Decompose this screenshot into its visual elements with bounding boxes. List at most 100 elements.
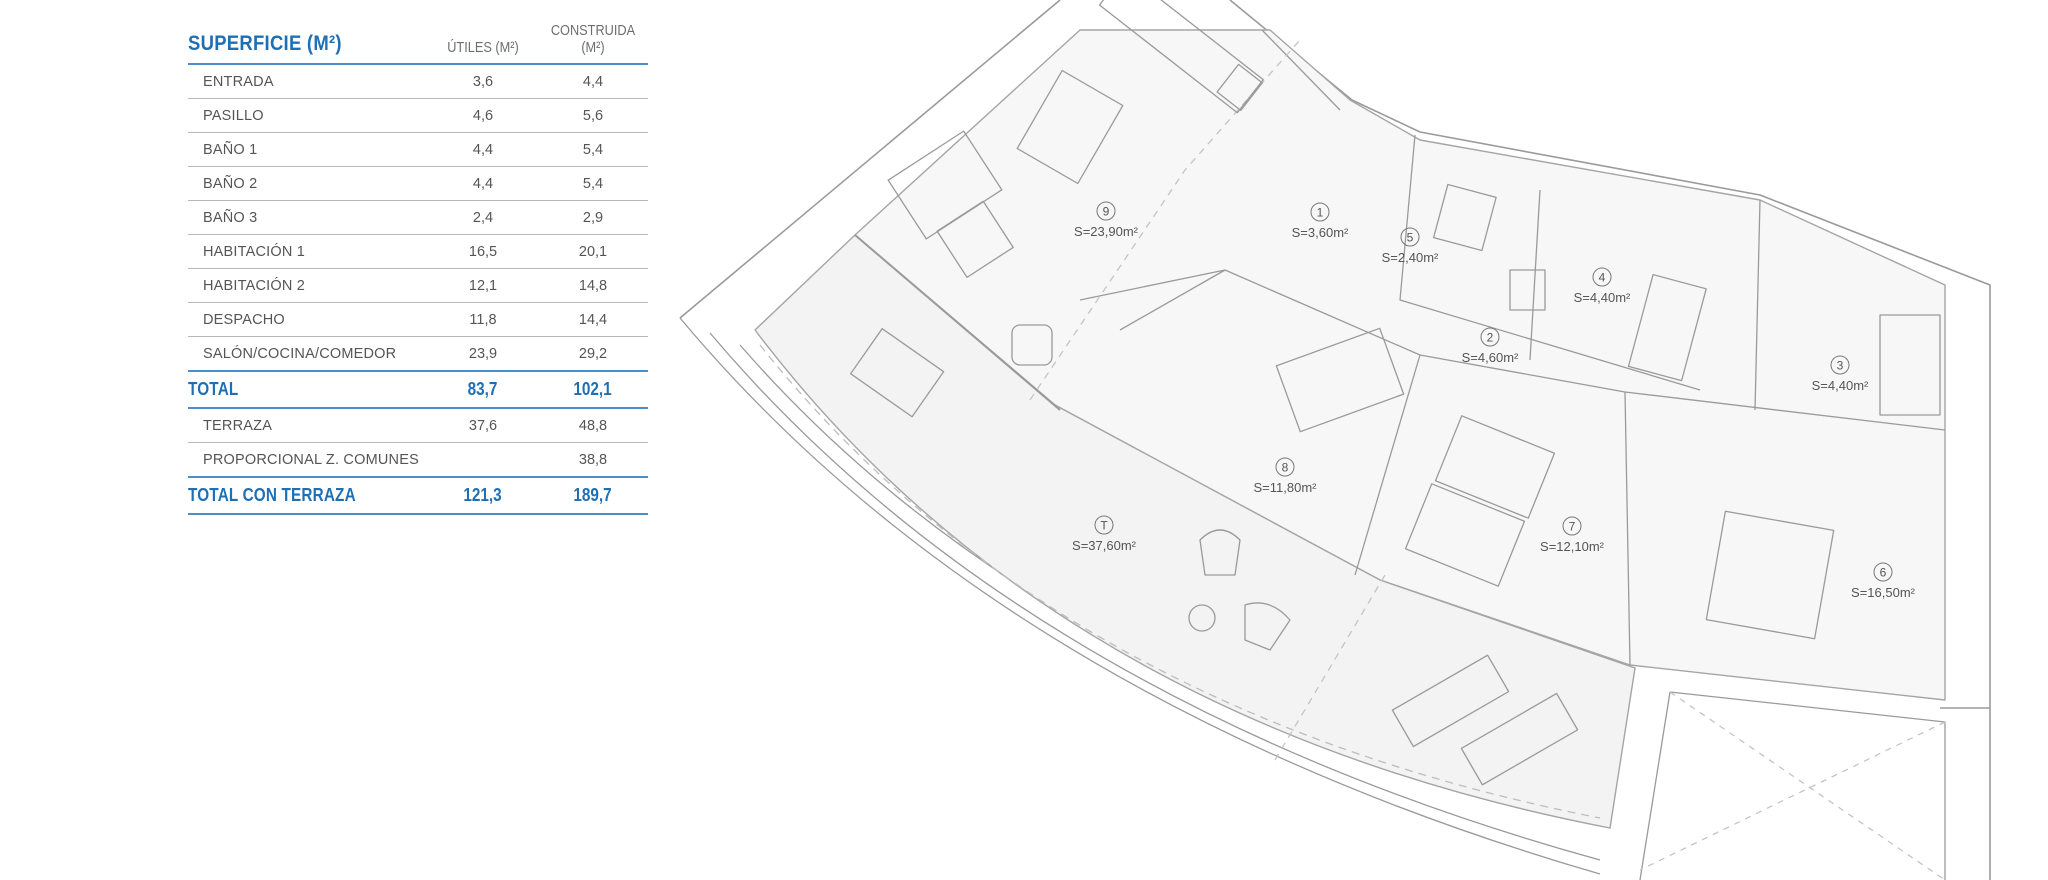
- plan-wall: [1529, 189, 1541, 361]
- row-built: 48,8: [538, 408, 648, 443]
- row-util: 12,1: [428, 268, 538, 303]
- row-util: 2,4: [428, 200, 538, 235]
- room-number: 5: [1407, 231, 1414, 245]
- room-area: S=11,80m²: [1254, 480, 1318, 495]
- room-area: S=37,60m²: [1072, 538, 1137, 553]
- terrace-side-table: [1188, 604, 1216, 632]
- row-name: BAÑO 3: [188, 200, 428, 235]
- room-1: 1 S=3,60m²: [1292, 202, 1349, 240]
- room-area: S=4,40m²: [1574, 290, 1631, 305]
- row-name: PASILLO: [188, 98, 428, 133]
- row-name: PROPORCIONAL Z. COMUNES: [188, 442, 428, 478]
- room-area: S=4,40m²: [1812, 378, 1869, 393]
- row-util: 23,9: [428, 336, 538, 372]
- row-built: 14,4: [538, 302, 648, 337]
- terrace-chair: [1199, 529, 1241, 576]
- plan-wall: [854, 234, 1061, 411]
- col-built-header: CONSTRUIDA (M²): [546, 22, 640, 65]
- room-area: S=4,60m²: [1462, 350, 1519, 365]
- row-util: 4,6: [428, 98, 538, 133]
- col-util-header: ÚTILES (M²): [436, 22, 530, 65]
- row-name: HABITACIÓN 2: [188, 268, 428, 303]
- row-util: 3,6: [428, 64, 538, 99]
- room-number: 8: [1282, 461, 1289, 475]
- row-util: 4,4: [428, 132, 538, 167]
- plan-lower-cross: [1639, 691, 1946, 880]
- plan-lower-box: [1639, 691, 1946, 880]
- row-util: 16,5: [428, 234, 538, 269]
- row-built: 4,4: [538, 64, 648, 99]
- row-name: ENTRADA: [188, 64, 428, 99]
- room-4: 4 S=4,40m²: [1574, 267, 1631, 305]
- room-5: 5 S=2,40m²: [1382, 227, 1439, 265]
- plan-wall: [1754, 199, 1761, 411]
- plan-terrace-guide: [759, 344, 1601, 819]
- row-util: [428, 442, 538, 478]
- desk: [1275, 327, 1405, 433]
- kitchen-counter: [1098, 0, 1264, 114]
- room-t: T S=37,60m²: [1072, 515, 1137, 553]
- table-header: SUPERFICIE (M²) ÚTILES (M²) CONSTRUIDA (…: [188, 22, 648, 65]
- room-number: 3: [1837, 359, 1844, 373]
- row-built: 14,8: [538, 268, 648, 303]
- bed: [1705, 510, 1835, 640]
- bed: [1404, 483, 1526, 587]
- row-name: BAÑO 1: [188, 132, 428, 167]
- row-name: DESPACHO: [188, 302, 428, 337]
- room-3: 3 S=4,40m²: [1812, 355, 1869, 393]
- row-name: TERRAZA: [188, 408, 428, 443]
- grand-total-label: TOTAL CON TERRAZA: [188, 485, 356, 505]
- plan-wall: [1624, 391, 1631, 666]
- room-number: 7: [1569, 520, 1576, 534]
- row-util: 11,8: [428, 302, 538, 337]
- room-9: 9 S=23,90m²: [1074, 201, 1139, 239]
- room-number: 6: [1880, 566, 1887, 580]
- room-7: 7 S=12,10m²: [1540, 516, 1605, 554]
- plan-wall: [1399, 134, 1701, 391]
- room-6: 6 S=16,50m²: [1851, 562, 1916, 600]
- area-table: SUPERFICIE (M²) ÚTILES (M²) CONSTRUIDA (…: [188, 22, 648, 515]
- bathroom-fixture: [1432, 183, 1497, 252]
- row-util: 4,4: [428, 166, 538, 201]
- room-area: S=16,50m²: [1851, 585, 1916, 600]
- plan-terrace: [754, 234, 1636, 829]
- coffee-table: [936, 200, 1014, 278]
- plan-guide: [1274, 574, 1386, 761]
- row-built: 38,8: [538, 442, 648, 478]
- row-name: HABITACIÓN 1: [188, 234, 428, 269]
- plan-wall: [1119, 269, 1226, 331]
- bathroom-fixture: [1627, 273, 1707, 382]
- bathroom-fixture: [1509, 269, 1546, 311]
- room-area: S=2,40m²: [1382, 250, 1439, 265]
- row-built: 5,4: [538, 166, 648, 201]
- sun-lounger: [1391, 654, 1510, 748]
- terrace-chair: [1244, 602, 1291, 651]
- row-built: 29,2: [538, 336, 648, 372]
- sun-lounger: [1460, 692, 1579, 786]
- plan-wall: [1354, 354, 1421, 576]
- room-number: 4: [1599, 271, 1606, 285]
- row-built: 2,9: [538, 200, 648, 235]
- room-number: 2: [1487, 331, 1494, 345]
- plan-wall: [1261, 29, 1341, 111]
- total-built: 102,1: [573, 379, 613, 399]
- row-name: SALÓN/COCINA/COMEDOR: [188, 336, 428, 372]
- row-built: 5,4: [538, 132, 648, 167]
- room-area: S=12,10m²: [1540, 539, 1605, 554]
- total-label: TOTAL: [188, 379, 239, 399]
- bed: [1434, 415, 1556, 519]
- terrace-dining-table: [849, 328, 945, 418]
- room-labels: 9 S=23,90m² 1 S=3,60m² 5 S=2,40m² 4 S=4,…: [1072, 201, 1916, 600]
